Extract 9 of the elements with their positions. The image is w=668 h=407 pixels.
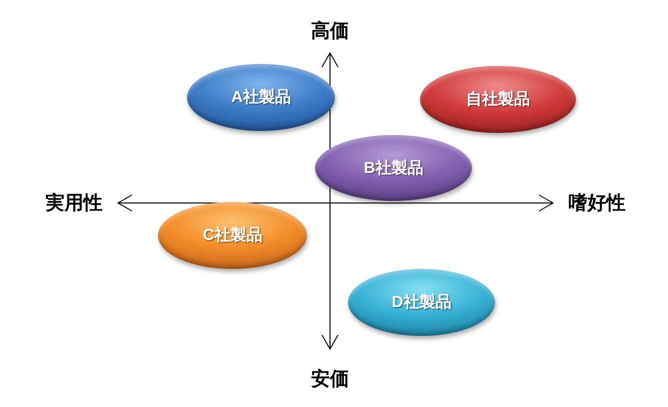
axis-label: 嗜好性 bbox=[568, 192, 626, 216]
axis-label: 安価 bbox=[311, 368, 349, 392]
product-ellipse: D社製品 bbox=[348, 269, 495, 336]
axis-label: 実用性 bbox=[46, 192, 102, 216]
product-ellipse: 自社製品 bbox=[420, 66, 576, 133]
product-ellipse: C社製品 bbox=[158, 202, 307, 269]
product-ellipse: B社製品 bbox=[315, 135, 472, 201]
product-ellipse: A社製品 bbox=[187, 64, 335, 131]
axis-label: 高価 bbox=[311, 20, 349, 44]
